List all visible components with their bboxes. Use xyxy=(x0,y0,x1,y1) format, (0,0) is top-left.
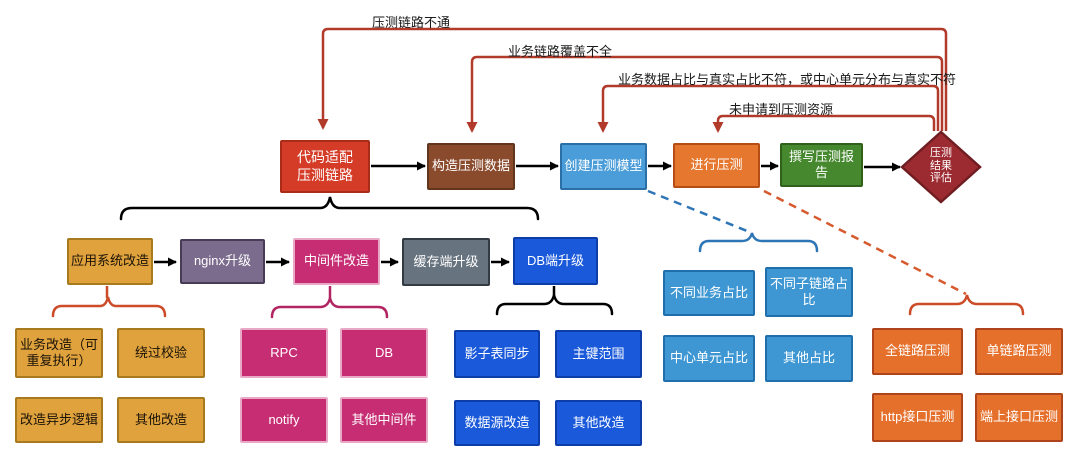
flow-node-code-adapt: 代码适配 压测链路 xyxy=(280,140,370,193)
feedback-label-1: 压测链路不通 xyxy=(372,15,451,30)
dashed-link-model xyxy=(647,189,753,235)
upgrade-node-cache: 缓存端升级 xyxy=(402,238,490,286)
app-change-node-bypass: 绕过校验 xyxy=(117,328,205,378)
feedback-arrow-3 xyxy=(597,84,940,133)
ratio-node-other: 其他占比 xyxy=(765,335,853,382)
brace-test-types xyxy=(908,294,1025,316)
db-node-other: 其他改造 xyxy=(555,400,642,446)
upgrade-node-middleware: 中间件改造 xyxy=(293,238,380,285)
brace-app-changes xyxy=(51,296,167,318)
app-change-node-other: 其他改造 xyxy=(117,397,205,443)
brace-model-ratio xyxy=(698,232,819,253)
flow-node-result-eval: 压测 结果 评估 xyxy=(930,147,952,185)
dashed-link-test xyxy=(763,189,967,296)
app-change-node-async: 改造异步逻辑 xyxy=(15,397,103,443)
flow-node-build-data: 构造压测数据 xyxy=(427,143,515,190)
brace-code-adapt xyxy=(119,196,540,221)
ratio-node-center: 中心单元占比 xyxy=(663,335,755,382)
brace-db-upgrade xyxy=(495,294,614,316)
flow-node-write-report: 撰写压测报告 xyxy=(780,143,863,187)
upgrade-node-nginx: nginx升级 xyxy=(180,239,265,284)
db-node-key-range: 主键范围 xyxy=(555,330,642,378)
test-node-http: http接口压测 xyxy=(872,393,963,442)
feedback-label-4: 未申请到压测资源 xyxy=(729,102,834,117)
ratio-node-business: 不同业务占比 xyxy=(663,270,755,316)
upgrade-node-app: 应用系统改造 xyxy=(67,238,153,285)
flow-node-create-model: 创建压测模型 xyxy=(560,143,647,190)
feedback-label-3: 业务数据占比与真实占比不符，或中心单元分布与真实不符 xyxy=(618,72,957,87)
middleware-node-other: 其他中间件 xyxy=(340,397,428,443)
brace-middleware xyxy=(270,297,389,319)
feedback-arrow-4 xyxy=(712,114,936,133)
db-node-shadow-table: 影子表同步 xyxy=(454,330,540,378)
middleware-node-notify: notify xyxy=(240,397,328,443)
flow-node-run-test: 进行压测 xyxy=(673,143,760,188)
feedback-arrow-1 xyxy=(317,27,948,131)
result-diamond-shape xyxy=(900,130,982,204)
test-node-client-api: 端上接口压测 xyxy=(975,393,1063,442)
db-node-datasource: 数据源改造 xyxy=(454,400,540,446)
test-node-full-link: 全链路压测 xyxy=(872,328,963,375)
middleware-node-db: DB xyxy=(340,328,428,378)
test-node-single-link: 单链路压测 xyxy=(975,328,1063,375)
feedback-arrow-2 xyxy=(466,55,944,133)
app-change-node-business: 业务改造（可重复执行） xyxy=(15,328,103,378)
middleware-node-rpc: RPC xyxy=(240,328,328,378)
feedback-label-2: 业务链路覆盖不全 xyxy=(508,44,613,59)
upgrade-node-db: DB端升级 xyxy=(513,237,598,285)
ratio-node-sublink: 不同子链路占比 xyxy=(765,267,853,317)
